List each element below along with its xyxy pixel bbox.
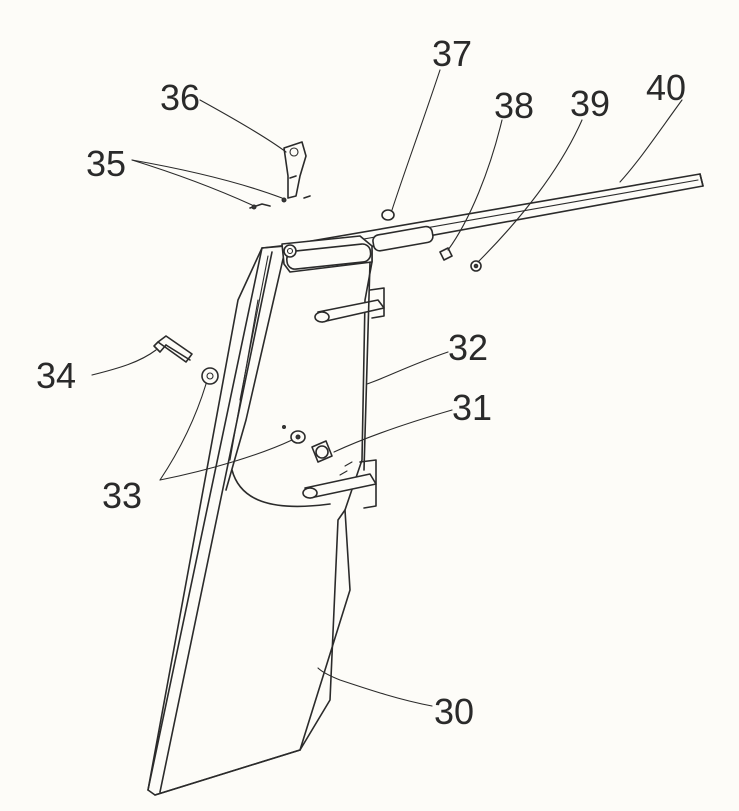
- leader-40: [619, 99, 683, 183]
- callout-39: 39: [570, 83, 610, 124]
- nut-31: [311, 440, 333, 463]
- leader-35a: [131, 159, 253, 206]
- rudder-head: [281, 225, 434, 273]
- leader-39: [477, 119, 583, 263]
- cotter-pin-35: [249, 195, 311, 210]
- callout-40: 40: [646, 67, 686, 108]
- clevis-pin-36: [283, 141, 307, 199]
- leader-33b: [159, 439, 293, 481]
- leader-34: [91, 349, 157, 376]
- callout-33: 33: [102, 475, 142, 516]
- leader-32: [366, 351, 449, 385]
- washer-33-upper: [201, 367, 219, 385]
- leader-35b: [131, 159, 283, 199]
- leader-30: [317, 667, 433, 707]
- washer-33-lower: [282, 425, 306, 444]
- callout-38: 38: [494, 85, 534, 126]
- bolt-38: [439, 247, 453, 261]
- leader-31: [333, 409, 453, 453]
- callout-30: 30: [434, 691, 474, 732]
- leader-37: [391, 69, 441, 211]
- leader-38: [447, 119, 503, 251]
- callout-37: 37: [432, 33, 472, 74]
- callout-31: 31: [452, 387, 492, 428]
- nut-39: [470, 260, 482, 272]
- upper-pintle: [314, 287, 385, 323]
- rudder-blade-30: [147, 243, 373, 796]
- bolt-34: [153, 335, 193, 363]
- lower-pintle: [302, 459, 377, 509]
- leader-lines: [91, 69, 683, 707]
- leader-36: [199, 99, 287, 153]
- callout-36: 36: [160, 77, 200, 118]
- strap-curve: [231, 469, 331, 508]
- pintle-rod-32: [363, 261, 371, 471]
- washer-37: [381, 209, 395, 221]
- callout-32: 32: [448, 327, 488, 368]
- callout-35: 35: [86, 143, 126, 184]
- leader-33a: [159, 383, 207, 481]
- callout-34: 34: [36, 355, 76, 396]
